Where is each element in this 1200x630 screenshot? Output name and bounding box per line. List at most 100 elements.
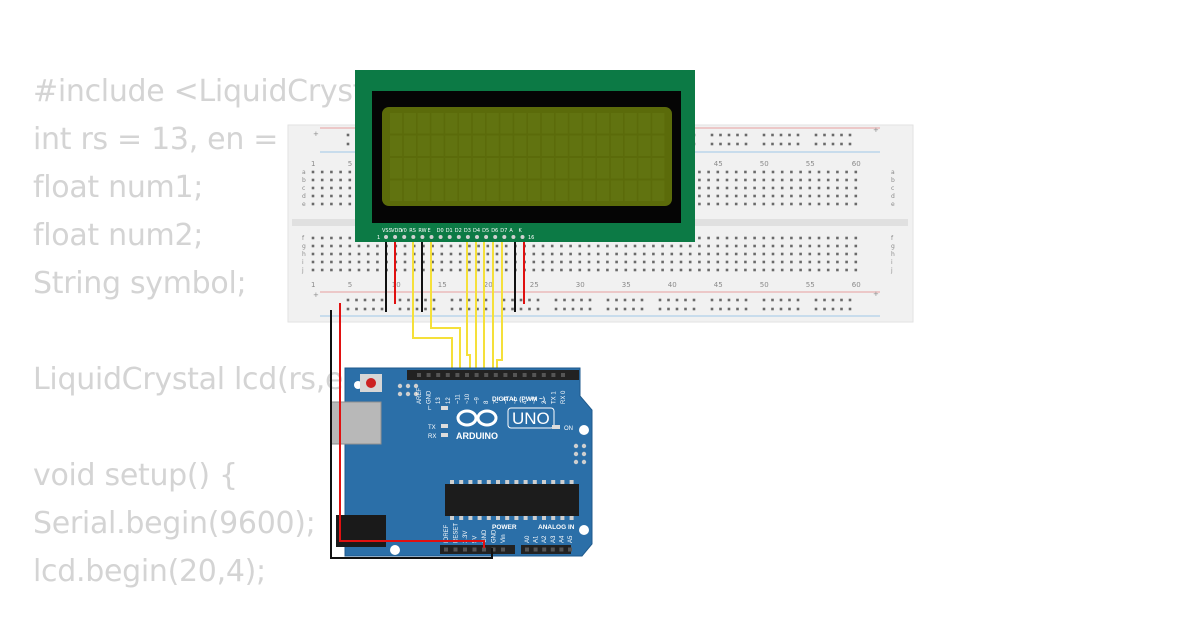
column-number: 55 xyxy=(806,281,815,289)
breadboard-hole xyxy=(836,268,839,272)
breadboard-hole xyxy=(688,260,692,264)
breadboard-hole xyxy=(311,268,315,272)
digital-pin-label: 8 xyxy=(484,400,490,404)
breadboard-hole xyxy=(698,244,701,248)
led-label: TX xyxy=(428,425,436,431)
power-wires xyxy=(330,303,493,559)
breadboard-hole xyxy=(320,186,324,190)
breadboard-hole xyxy=(615,260,618,264)
lcd-character-cell xyxy=(417,158,430,179)
column-number: 35 xyxy=(622,281,631,289)
breadboard-hole xyxy=(716,202,720,206)
rail-hole xyxy=(407,298,410,302)
rail-hole xyxy=(692,307,696,311)
breadboard-hole xyxy=(330,236,333,240)
lcd-character-cell xyxy=(597,113,610,134)
lcd-pin xyxy=(420,235,425,239)
breadboard-hole xyxy=(716,236,720,240)
rail-hole xyxy=(372,307,375,311)
breadboard-hole xyxy=(698,202,701,206)
analog-pin-label: A0 xyxy=(525,535,531,543)
breadboard-hole xyxy=(808,178,812,182)
breadboard-hole xyxy=(569,252,572,256)
breadboard-hole xyxy=(440,252,444,256)
rail-hole xyxy=(502,298,506,302)
chip-pin xyxy=(523,516,528,520)
breadboard-hole xyxy=(771,178,775,182)
chip-pin xyxy=(459,516,464,520)
icsp-pin xyxy=(405,383,411,389)
lcd-pin-label: D5 xyxy=(482,228,489,234)
rail-hole xyxy=(788,142,791,146)
breadboard-hole xyxy=(477,268,480,272)
chip-pin xyxy=(496,516,500,520)
breadboard-hole xyxy=(762,236,766,240)
breadboard-hole xyxy=(422,244,425,248)
rail-hole xyxy=(658,307,662,311)
breadboard-hole xyxy=(633,268,637,272)
rail-hole xyxy=(684,307,687,311)
breadboard-hole xyxy=(412,252,416,256)
row-letter: f xyxy=(302,235,305,242)
breadboard-hole xyxy=(854,186,858,190)
digital-pin-hole xyxy=(474,373,479,377)
chip-pin xyxy=(532,480,537,484)
rail-hole xyxy=(615,298,618,302)
lcd-character-cell xyxy=(500,158,513,179)
wire-d3-extra xyxy=(466,242,471,372)
breadboard-hole xyxy=(817,260,821,264)
lcd-character-cell xyxy=(652,180,665,201)
lcd-character-cell xyxy=(500,135,513,156)
rail-hole xyxy=(771,307,774,311)
breadboard-hole xyxy=(762,268,766,272)
breadboard-hole xyxy=(716,186,720,190)
breadboard-hole xyxy=(854,194,858,198)
chip-pin xyxy=(523,480,528,484)
lcd-character-cell xyxy=(417,180,430,201)
breadboard-hole xyxy=(707,170,710,174)
breadboard-hole xyxy=(744,236,747,240)
icsp-pin xyxy=(573,459,579,465)
breadboard-hole xyxy=(707,252,710,256)
lcd-pin xyxy=(429,235,434,239)
rail-hole xyxy=(615,307,618,311)
breadboard-hole xyxy=(808,170,812,174)
lcd-pin-label: D3 xyxy=(464,228,471,234)
breadboard-hole xyxy=(734,186,738,190)
breadboard-hole xyxy=(624,244,628,248)
lcd-character-cell xyxy=(624,113,637,134)
analog-pin-label: A1 xyxy=(534,535,540,543)
breadboard-hole xyxy=(642,244,646,248)
rail-hole xyxy=(632,298,635,302)
breadboard-hole xyxy=(753,202,756,206)
code-line: lcd.begin(20,4); xyxy=(33,554,266,589)
wire-5v-rail xyxy=(339,303,485,548)
lcd-character-cell xyxy=(555,113,568,134)
power-pin-hole xyxy=(463,547,467,552)
row-letter: g xyxy=(891,243,895,250)
breadboard-hole xyxy=(348,236,352,240)
row-letter: a xyxy=(891,169,895,176)
lcd-pin xyxy=(511,235,516,239)
digital-pin-hole xyxy=(493,373,498,377)
code-line: float num2; xyxy=(33,218,204,253)
row-letter: j xyxy=(890,267,893,274)
breadboard-hole xyxy=(449,252,453,256)
power-pin-hole xyxy=(491,547,496,552)
lcd-character-cell xyxy=(569,158,582,179)
breadboard-hole xyxy=(339,178,342,182)
digital-pin-label: 7 xyxy=(494,400,500,404)
breadboard-hole xyxy=(403,244,407,248)
breadboard-hole xyxy=(836,244,839,248)
breadboard-hole xyxy=(744,170,747,174)
breadboard-hole xyxy=(615,244,618,248)
rail-hole xyxy=(363,307,367,311)
breadboard-hole xyxy=(817,244,821,248)
breadboard-hole xyxy=(366,252,370,256)
icsp-pin xyxy=(581,459,587,465)
lcd-character-cell xyxy=(597,180,610,201)
breadboard-hole xyxy=(578,244,582,248)
breadboard-hole xyxy=(698,268,701,272)
column-number: 45 xyxy=(714,281,723,289)
